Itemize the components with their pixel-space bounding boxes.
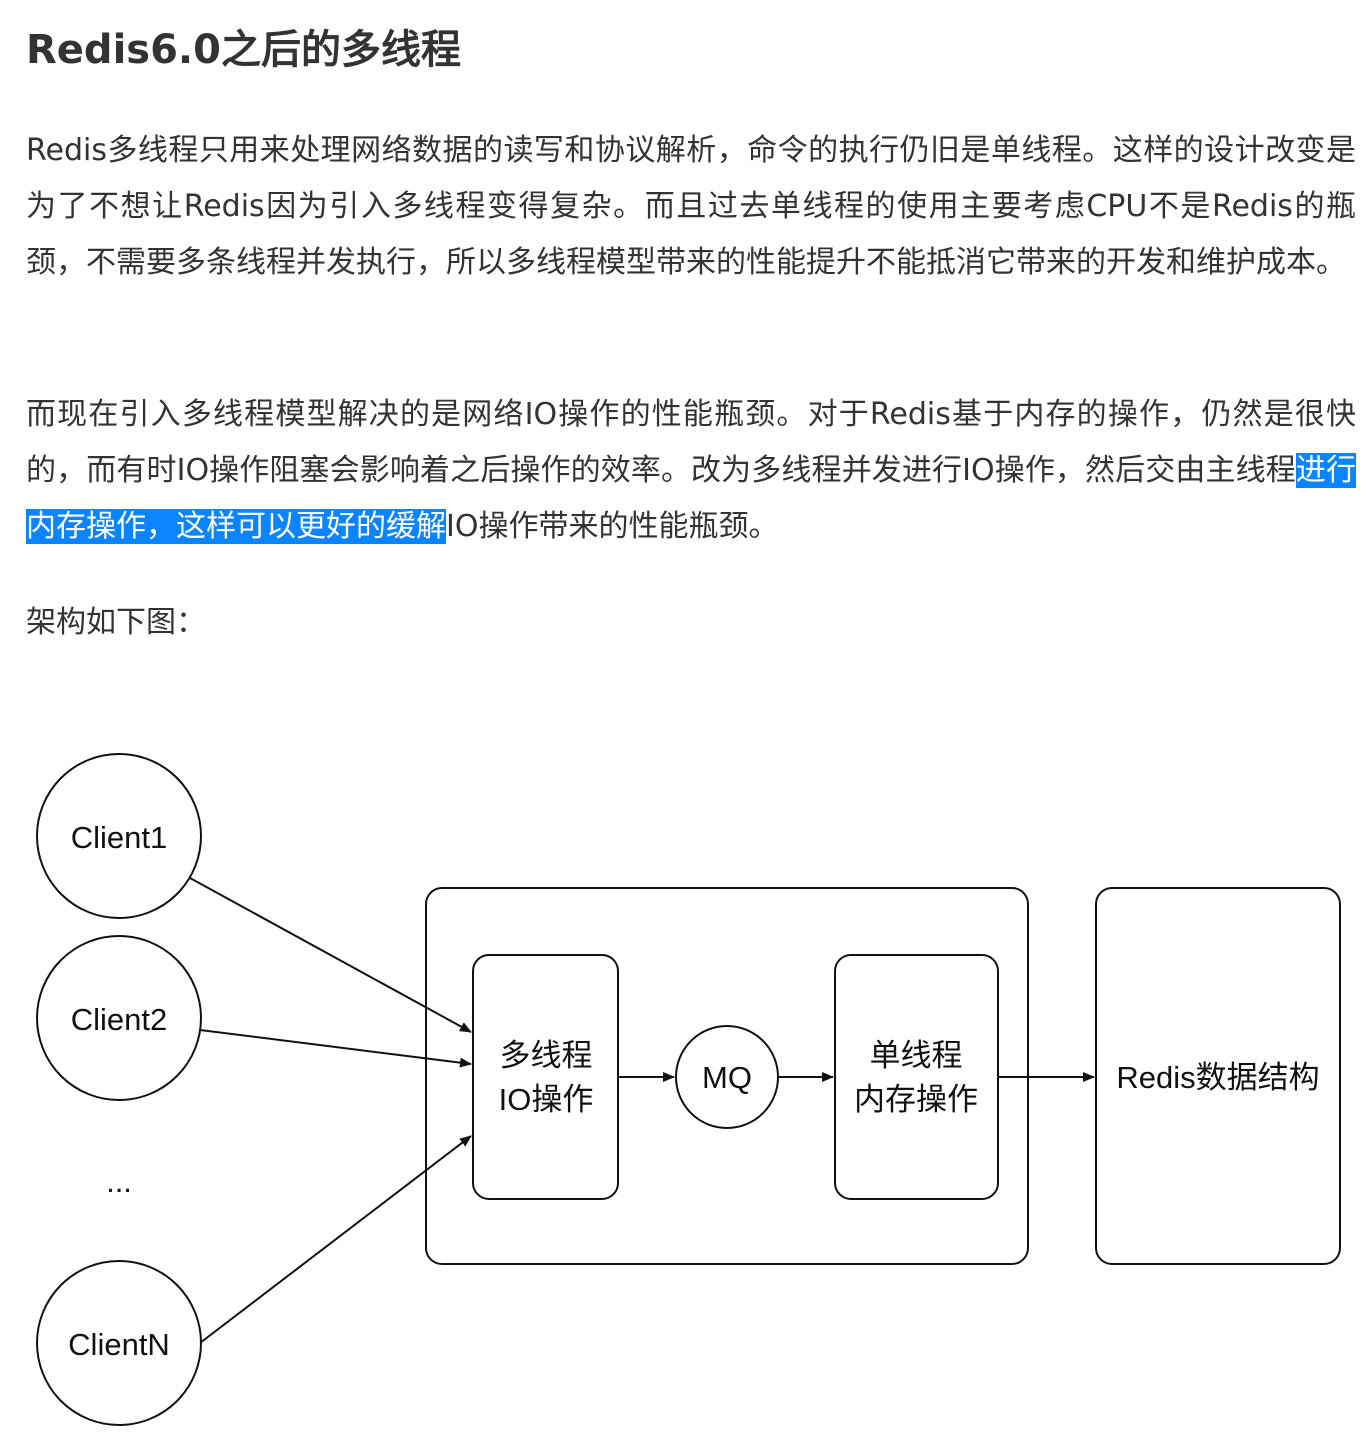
paragraph-io-bottleneck: 而现在引入多线程模型解决的是网络IO操作的性能瓶颈。对于Redis基于内存的操作… [26, 387, 1357, 555]
client1-label: Client1 [71, 820, 168, 855]
arrow-client1-to-io [189, 877, 472, 1033]
clientn-label: ClientN [68, 1327, 170, 1362]
mq-label: MQ [702, 1060, 752, 1095]
io-box-line2: IO操作 [499, 1082, 594, 1117]
clients-ellipsis: ... [106, 1164, 132, 1199]
redis-box-label: Redis数据结构 [1116, 1060, 1319, 1095]
arrow-client2-to-io [199, 1029, 472, 1068]
mq-node: MQ [675, 1025, 779, 1129]
client2-node: Client2 [36, 935, 202, 1101]
paragraph-architecture-caption: 架构如下图： [26, 605, 206, 640]
memory-thread-box: 单线程 内存操作 [834, 954, 999, 1200]
memory-box-line1: 单线程 [870, 1038, 963, 1073]
paragraph-intro: Redis多线程只用来处理网络数据的读写和协议解析，命令的执行仍旧是单线程。这样… [26, 133, 1356, 280]
memory-box-line2: 内存操作 [854, 1082, 978, 1117]
paragraph-text-before: 而现在引入多线程模型解决的是网络IO操作的性能瓶颈。对于Redis基于内存的操作… [26, 397, 1356, 488]
io-box-line1: 多线程 [500, 1038, 593, 1073]
io-thread-box: 多线程 IO操作 [472, 954, 619, 1200]
client1-node: Client1 [36, 753, 202, 919]
redis-data-structure-box: Redis数据结构 [1095, 887, 1341, 1265]
arrow-clientn-to-io [199, 1135, 472, 1344]
clientn-node: ClientN [36, 1260, 202, 1426]
architecture-diagram: Client1 Client2 ... ClientN 多线程 IO操作 MQ … [36, 753, 1341, 1426]
client2-label: Client2 [71, 1002, 168, 1037]
article-heading: Redis6.0之后的多线程 [26, 27, 461, 73]
paragraph-text-after: IO操作带来的性能瓶颈。 [446, 509, 779, 544]
